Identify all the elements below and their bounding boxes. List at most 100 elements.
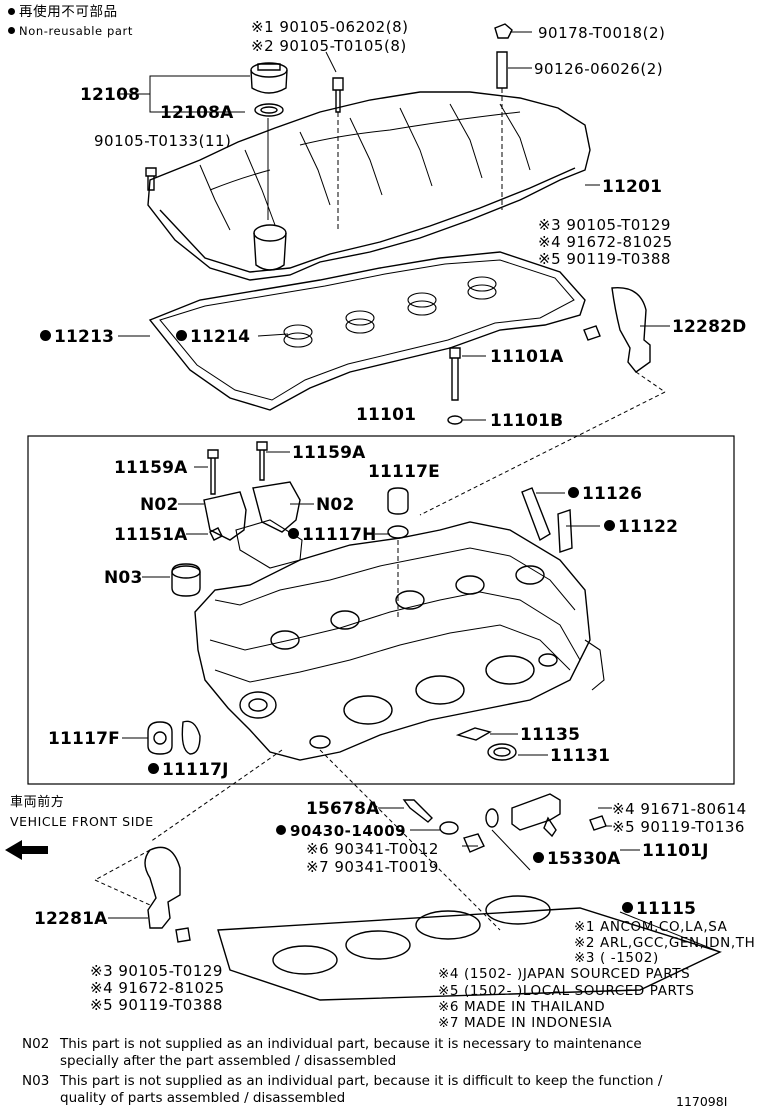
label-90430-text: 90430-14009	[290, 822, 407, 840]
label-11126[interactable]: 11126	[568, 485, 642, 503]
code-note-6: ※6 MADE IN THAILAND	[438, 999, 606, 1015]
plug-tube-gaskets	[283, 276, 497, 348]
label-11159a-left[interactable]: 11159A	[114, 458, 188, 478]
non-reusable-dot-icon	[288, 528, 299, 539]
label-11213[interactable]: 11213	[40, 328, 114, 346]
label-bracket-r-4[interactable]: ※4 91672-81025	[538, 233, 673, 251]
label-11122[interactable]: 11122	[604, 518, 678, 536]
legend-jp-text: 再使用不可部品	[19, 4, 118, 20]
non-reusable-dot-icon	[533, 852, 544, 863]
code-note-7: ※7 MADE IN INDONESIA	[438, 1015, 613, 1031]
label-90430[interactable]: 90430-14009	[276, 822, 406, 840]
cover-gasket	[148, 251, 586, 411]
camshaft-cap-n02-left	[203, 491, 247, 541]
label-bracket-l-4[interactable]: ※4 91672-81025	[90, 979, 225, 997]
vehicle-front-en: VEHICLE FRONT SIDE	[10, 814, 154, 829]
label-11214-text: 11214	[190, 327, 251, 347]
label-bolt-cover-1[interactable]: ※1 90105-06202(8)	[251, 18, 409, 36]
part-n03	[171, 563, 201, 597]
footnote-n03-line1: This part is not supplied as an individu…	[60, 1073, 663, 1089]
label-sensor-5[interactable]: ※5 90119-T0136	[612, 818, 745, 836]
sensor	[511, 793, 561, 831]
legend-en-text: Non-reusable part	[19, 24, 133, 38]
head-gasket	[217, 907, 722, 1001]
oil-filler-cap	[250, 62, 288, 117]
bolt-15678a	[402, 799, 433, 823]
label-11101b[interactable]: 11101B	[490, 411, 564, 431]
label-15330a-text: 15330A	[547, 849, 621, 869]
label-11126-text: 11126	[582, 484, 643, 504]
label-11117j-text: 11117J	[162, 760, 229, 780]
label-12281a[interactable]: 12281A	[34, 909, 108, 929]
label-11201[interactable]: 11201	[602, 177, 663, 197]
non-reusable-dot-icon	[568, 487, 579, 498]
label-11117e[interactable]: 11117E	[368, 462, 440, 482]
label-stud-top[interactable]: 90126-06026(2)	[534, 60, 664, 78]
label-11159a-right[interactable]: 11159A	[292, 443, 366, 463]
label-15330a[interactable]: 15330A	[533, 850, 621, 868]
label-plug-6[interactable]: ※6 90341-T0012	[306, 840, 439, 858]
label-11115[interactable]: 11115	[622, 900, 696, 918]
bracket-bolt-l	[175, 927, 191, 943]
label-12108a[interactable]: 12108A	[160, 103, 234, 123]
label-bracket-r-3[interactable]: ※3 90105-T0129	[538, 216, 671, 234]
label-sensor-4[interactable]: ※4 91671-80614	[612, 800, 747, 818]
plug-90341	[463, 833, 485, 853]
gasket-11135	[455, 727, 492, 741]
label-n02-left[interactable]: N02	[140, 495, 179, 515]
label-11101j[interactable]: 11101J	[642, 841, 709, 861]
bracket-12281a	[144, 846, 181, 929]
legend-jp: 再使用不可部品	[8, 4, 118, 20]
non-reusable-dot-icon	[622, 902, 633, 913]
ring-11117j	[181, 720, 201, 755]
non-reusable-dot-icon	[40, 330, 51, 341]
figure-id: 117098I	[676, 1094, 728, 1109]
label-bolt-t0133[interactable]: 90105-T0133(11)	[94, 132, 232, 150]
label-11117j[interactable]: 11117J	[148, 761, 229, 779]
bracket-bolt-r	[583, 325, 601, 341]
label-bracket-l-5[interactable]: ※5 90119-T0388	[90, 996, 223, 1014]
non-reusable-dot-icon	[176, 330, 187, 341]
label-15678a[interactable]: 15678A	[306, 799, 380, 819]
code-note-4: ※4 (1502- )JAPAN SOURCED PARTS	[438, 966, 691, 982]
label-11122-text: 11122	[618, 517, 679, 537]
label-12282d[interactable]: 12282D	[672, 317, 747, 337]
small-bolt	[145, 167, 157, 191]
non-reusable-dot-icon	[8, 8, 15, 15]
label-n03[interactable]: N03	[104, 568, 143, 588]
label-11131[interactable]: 11131	[550, 746, 611, 766]
label-11115-text: 11115	[636, 899, 697, 919]
code-note-2: ※2 ARL,GCC,GEN,IDN,TH	[574, 935, 756, 951]
plug-11117e	[387, 487, 409, 515]
washer-11101b	[447, 415, 463, 425]
label-plug-7[interactable]: ※7 90341-T0019	[306, 858, 439, 876]
label-11135[interactable]: 11135	[520, 725, 581, 745]
cylinder-head-group-box	[27, 435, 735, 785]
code-note-1: ※1 ANCOM,CO,LA,SA	[574, 919, 728, 935]
guide-11126	[521, 487, 551, 542]
label-11214[interactable]: 11214	[176, 328, 250, 346]
label-11117h[interactable]: 11117H	[288, 526, 377, 544]
label-nut-top[interactable]: 90178-T0018(2)	[538, 24, 666, 42]
label-11101[interactable]: 11101	[356, 405, 417, 425]
code-note-3: ※3 ( -1502)	[574, 950, 659, 966]
label-bracket-l-3[interactable]: ※3 90105-T0129	[90, 962, 223, 980]
non-reusable-dot-icon	[8, 27, 15, 34]
bolt-11159a-r	[256, 441, 268, 481]
label-11101a[interactable]: 11101A	[490, 347, 564, 367]
label-bolt-cover-2[interactable]: ※2 90105-T0105(8)	[251, 37, 407, 55]
label-12108[interactable]: 12108	[80, 85, 141, 105]
cylinder-head-cover	[147, 91, 591, 281]
non-reusable-dot-icon	[148, 763, 159, 774]
bolt-sensor	[589, 815, 607, 831]
label-11151a[interactable]: 11151A	[114, 525, 188, 545]
guide-11122	[557, 509, 573, 553]
stud-11101a	[449, 347, 461, 401]
label-11117h-text: 11117H	[302, 525, 377, 545]
label-11213-text: 11213	[54, 327, 115, 347]
label-11117f[interactable]: 11117F	[48, 729, 120, 749]
label-bracket-r-5[interactable]: ※5 90119-T0388	[538, 250, 671, 268]
ring-11151a	[209, 527, 223, 541]
ring-11131	[487, 743, 517, 761]
label-n02-right[interactable]: N02	[316, 495, 355, 515]
